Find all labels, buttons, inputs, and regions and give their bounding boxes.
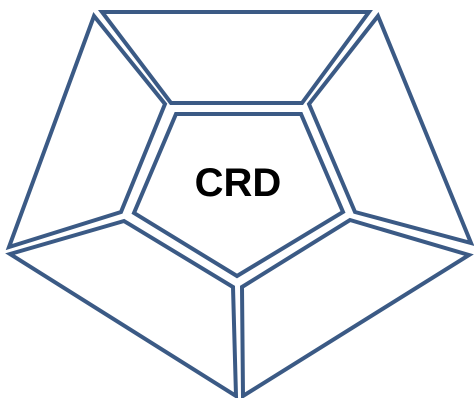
center-label: CRD <box>195 161 282 205</box>
upper-left-segment <box>5 11 168 251</box>
lower-right-segment <box>239 217 474 398</box>
center-pentagon <box>131 112 346 279</box>
upper-right-segment <box>306 12 474 246</box>
lower-left-segment <box>5 218 239 398</box>
top-segment <box>97 10 373 105</box>
